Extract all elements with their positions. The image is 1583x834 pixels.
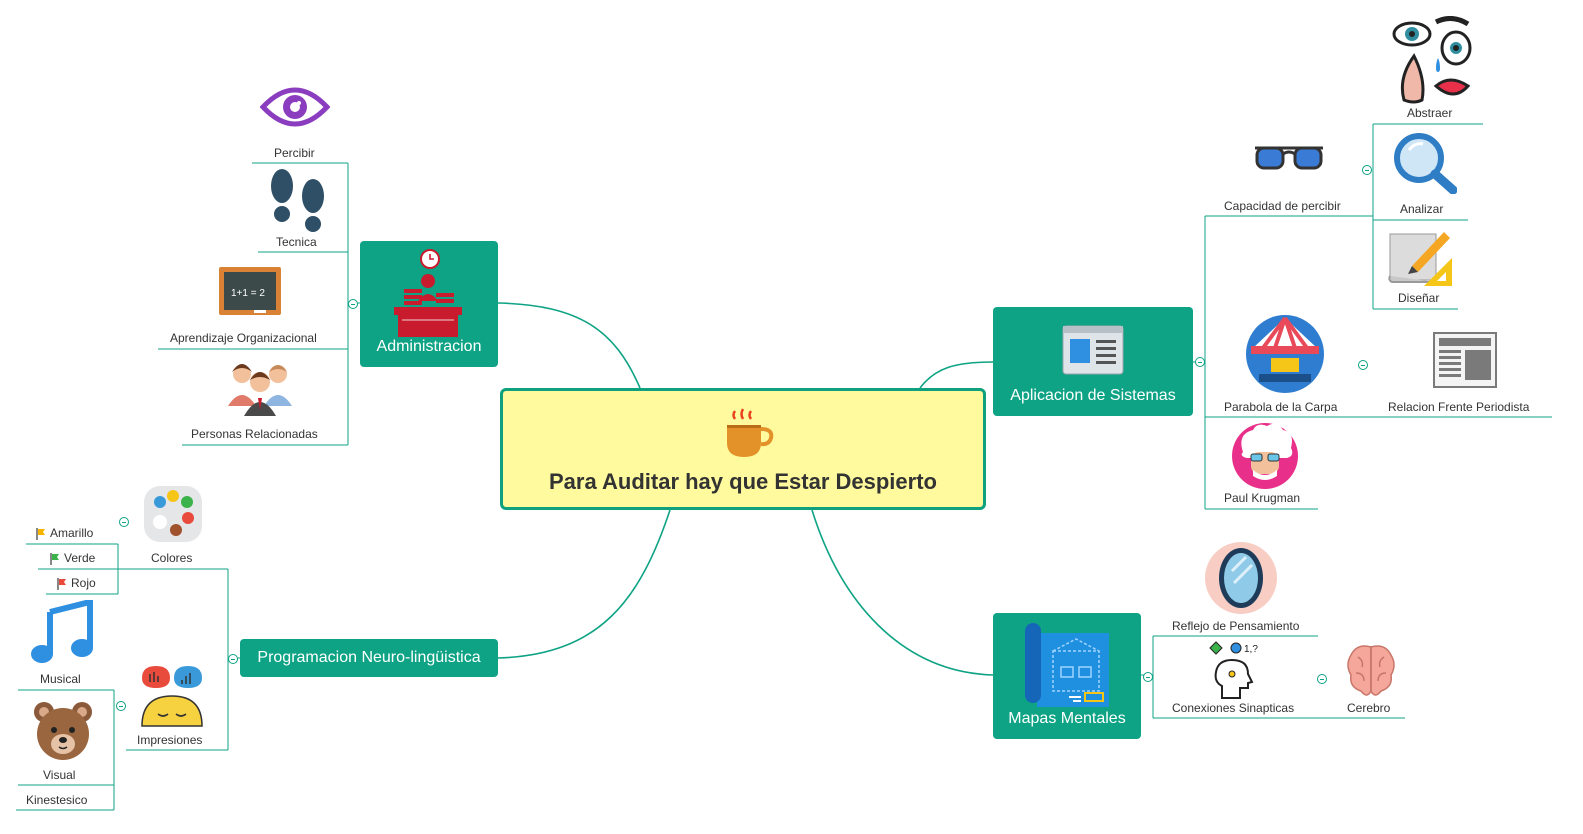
head-thinking-icon: 1,? [1209, 641, 1258, 699]
node-musical[interactable]: Musical [40, 672, 81, 686]
branch-administracion-label: Administracion [376, 338, 482, 355]
branch-pnl-label: Programacion Neuro-lingüistica [257, 649, 481, 666]
magnifier-icon [1394, 133, 1457, 194]
node-tecnica[interactable]: Tecnica [276, 235, 317, 249]
node-amarillo[interactable]: Amarillo [36, 526, 93, 540]
teddy-bear-icon [34, 702, 92, 760]
node-amarillo-label: Amarillo [50, 526, 94, 540]
node-parabola-de-la-carpa[interactable]: Parabola de la Carpa [1224, 400, 1338, 414]
node-aprendizaje-organizacional[interactable]: Aprendizaje Organizacional [170, 331, 317, 345]
svg-text:1,?: 1,? [1244, 644, 1258, 655]
blueprint-icon [1025, 623, 1109, 707]
collapse-mapas-toggle[interactable] [1143, 672, 1153, 682]
node-personas-relacionadas[interactable]: Personas Relacionadas [191, 427, 318, 441]
branch-administracion[interactable]: Administracion [360, 241, 498, 367]
thinking-face-icon [141, 666, 203, 727]
glasses-icon [1255, 146, 1323, 170]
connector-mapas [811, 509, 994, 676]
node-kinestesico[interactable]: Kinestesico [26, 793, 88, 807]
eye-icon [260, 87, 330, 127]
node-verde-label: Verde [64, 551, 96, 565]
node-cerebro[interactable]: Cerebro [1347, 701, 1391, 715]
node-impresiones[interactable]: Impresiones [137, 733, 203, 747]
branch-aplicacion-label: Aplicacion de Sistemas [1010, 387, 1176, 404]
node-visual[interactable]: Visual [43, 768, 76, 782]
newspaper-icon [1433, 332, 1497, 388]
flag-red-icon [57, 577, 66, 590]
music-note-icon [31, 600, 93, 663]
node-abstraer[interactable]: Abstraer [1407, 106, 1453, 120]
chalkboard-icon: 1+1 = 2 [219, 267, 281, 315]
branch-programacion-neuro-linguistica[interactable]: Programacion Neuro-lingüistica [240, 639, 498, 677]
collapse-pnl-toggle[interactable] [228, 654, 238, 664]
footprints-icon [271, 169, 324, 232]
collapse-impresiones-toggle[interactable] [116, 701, 126, 711]
circus-tent-icon [1246, 315, 1324, 393]
flag-green-icon [50, 552, 59, 565]
face-parts-icon [1392, 16, 1472, 104]
node-reflejo-de-pensamiento[interactable]: Reflejo de Pensamiento [1172, 619, 1300, 633]
collapse-administracion-toggle[interactable] [348, 299, 358, 309]
svg-text:1+1 = 2: 1+1 = 2 [231, 288, 265, 299]
coffee-cup-icon [727, 408, 774, 457]
branch-aplicacion-de-sistemas[interactable]: Aplicacion de Sistemas [993, 307, 1193, 416]
connector-administracion [497, 302, 641, 389]
palette-icon [144, 486, 202, 542]
collapse-conexiones-toggle[interactable] [1317, 674, 1327, 684]
collapse-colores-toggle[interactable] [119, 517, 129, 527]
flag-yellow-icon [36, 527, 45, 540]
drafting-icon [1388, 232, 1452, 286]
connector-aplicacion [919, 361, 994, 389]
node-conexiones-sinapticas[interactable]: Conexiones Sinapticas [1172, 701, 1295, 715]
window-app-icon [1062, 325, 1124, 375]
node-rojo-label: Rojo [71, 576, 96, 590]
branch-mapas-label: Mapas Mentales [1008, 710, 1126, 727]
office-desk-icon [394, 249, 462, 337]
node-paul-krugman[interactable]: Paul Krugman [1224, 491, 1301, 505]
brain-icon [1347, 645, 1395, 696]
node-colores[interactable]: Colores [151, 551, 193, 565]
node-verde[interactable]: Verde [50, 551, 95, 565]
collapse-parabola-toggle[interactable] [1358, 360, 1368, 370]
collapse-capacidad-toggle[interactable] [1362, 165, 1372, 175]
node-rojo[interactable]: Rojo [57, 576, 96, 590]
people-icon [228, 364, 292, 416]
collapse-aplicacion-toggle[interactable] [1195, 357, 1205, 367]
connector-pnl [497, 509, 671, 659]
node-relacion-frente-periodista[interactable]: Relacion Frente Periodista [1388, 400, 1530, 414]
scientist-icon [1232, 423, 1298, 489]
node-percibir[interactable]: Percibir [274, 146, 315, 160]
node-analizar[interactable]: Analizar [1400, 202, 1444, 216]
branch-mapas-mentales[interactable]: Mapas Mentales [993, 613, 1141, 739]
central-topic-title: Para Auditar hay que Estar Despierto [549, 469, 937, 494]
node-capacidad-de-percibir[interactable]: Capacidad de percibir [1224, 199, 1341, 213]
central-topic[interactable]: Para Auditar hay que Estar Despierto [500, 388, 986, 510]
node-disenar[interactable]: Diseñar [1398, 291, 1440, 305]
mirror-icon [1205, 542, 1277, 614]
